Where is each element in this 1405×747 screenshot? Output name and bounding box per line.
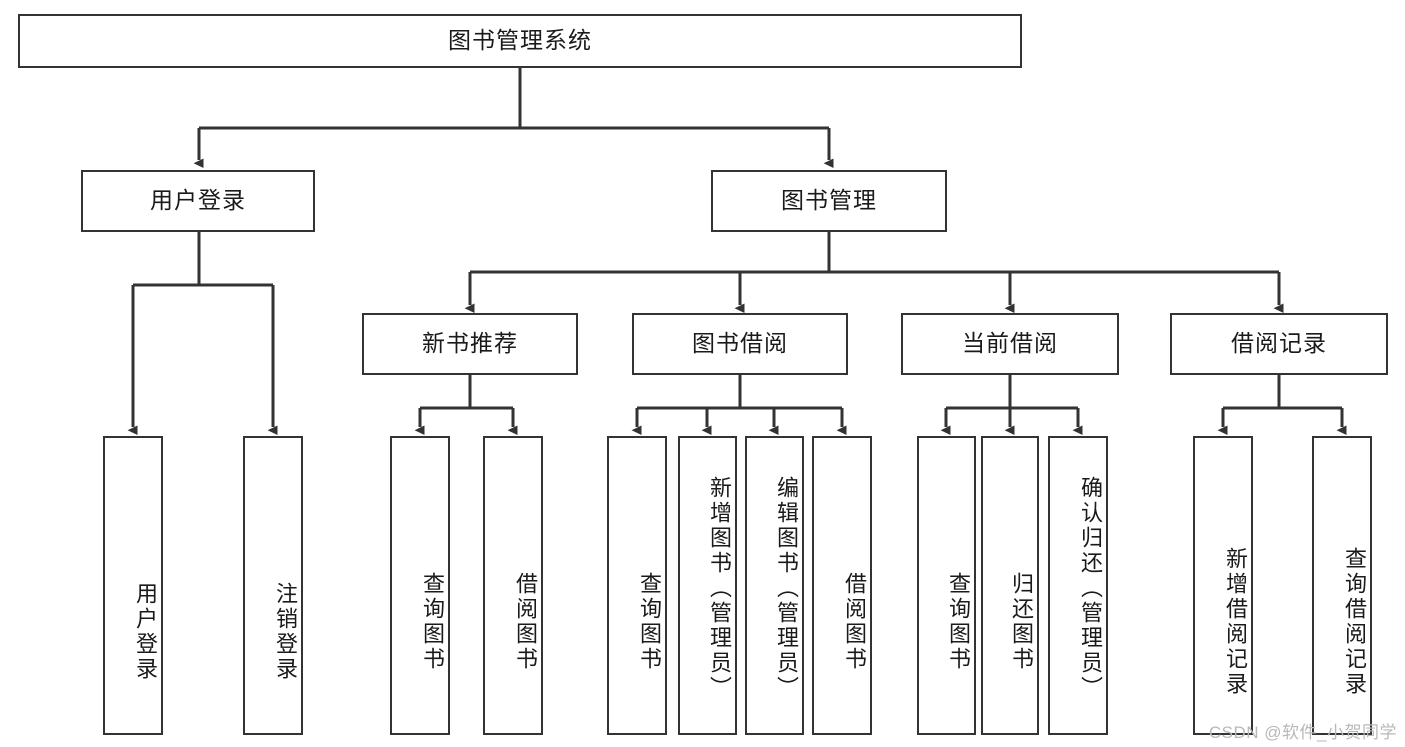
node-user-login[interactable]: 用户登录 <box>81 170 315 232</box>
watermark: CSDN @软件_小贺同学 <box>1208 723 1397 742</box>
node-leaf-query-borrow-record-label: 查询借阅记录 <box>1342 546 1367 697</box>
node-leaf-query-book-3[interactable]: 查询图书 <box>917 436 976 735</box>
node-leaf-query-book-2-label: 查询图书 <box>637 571 662 672</box>
node-leaf-add-borrow-record[interactable]: 新增借阅记录 <box>1193 436 1253 735</box>
node-new-book-recommend[interactable]: 新书推荐 <box>362 313 578 375</box>
node-current-borrow[interactable]: 当前借阅 <box>901 313 1119 375</box>
node-leaf-borrow-book-2-label: 借阅图书 <box>842 571 867 672</box>
node-leaf-edit-book-admin-label: 编辑图书（管理员） <box>774 476 799 701</box>
node-leaf-borrow-book-1[interactable]: 借阅图书 <box>483 436 543 735</box>
node-root-label: 图书管理系统 <box>448 27 592 54</box>
node-book-borrow[interactable]: 图书借阅 <box>632 313 848 375</box>
node-root[interactable]: 图书管理系统 <box>18 14 1022 68</box>
node-leaf-logout-login[interactable]: 注销登录 <box>243 436 303 735</box>
node-leaf-edit-book-admin[interactable]: 编辑图书（管理员） <box>745 436 804 735</box>
node-user-login-label: 用户登录 <box>150 187 246 214</box>
node-leaf-query-borrow-record[interactable]: 查询借阅记录 <box>1312 436 1372 735</box>
node-leaf-query-book-3-label: 查询图书 <box>946 571 971 672</box>
node-new-book-recommend-label: 新书推荐 <box>422 330 518 357</box>
node-leaf-query-book-2[interactable]: 查询图书 <box>607 436 667 735</box>
node-book-manage-label: 图书管理 <box>781 187 877 214</box>
node-leaf-user-login[interactable]: 用户登录 <box>103 436 163 735</box>
node-leaf-user-login-label: 用户登录 <box>133 581 158 682</box>
node-borrow-record[interactable]: 借阅记录 <box>1170 313 1388 375</box>
node-leaf-confirm-return-admin-label: 确认归还（管理员） <box>1078 476 1103 701</box>
node-leaf-borrow-book-2[interactable]: 借阅图书 <box>812 436 872 735</box>
node-leaf-return-book-label: 归还图书 <box>1009 571 1034 672</box>
node-leaf-add-borrow-record-label: 新增借阅记录 <box>1223 546 1248 697</box>
node-leaf-query-book-1-label: 查询图书 <box>420 571 445 672</box>
node-borrow-record-label: 借阅记录 <box>1231 330 1327 357</box>
node-leaf-add-book-admin-label: 新增图书（管理员） <box>707 476 732 701</box>
node-current-borrow-label: 当前借阅 <box>962 330 1058 357</box>
node-leaf-logout-login-label: 注销登录 <box>273 581 298 682</box>
node-leaf-borrow-book-1-label: 借阅图书 <box>513 571 538 672</box>
node-leaf-add-book-admin[interactable]: 新增图书（管理员） <box>678 436 737 735</box>
node-book-borrow-label: 图书借阅 <box>692 330 788 357</box>
node-leaf-query-book-1[interactable]: 查询图书 <box>390 436 450 735</box>
node-leaf-confirm-return-admin[interactable]: 确认归还（管理员） <box>1048 436 1108 735</box>
node-leaf-return-book[interactable]: 归还图书 <box>981 436 1039 735</box>
node-book-manage[interactable]: 图书管理 <box>711 170 947 232</box>
